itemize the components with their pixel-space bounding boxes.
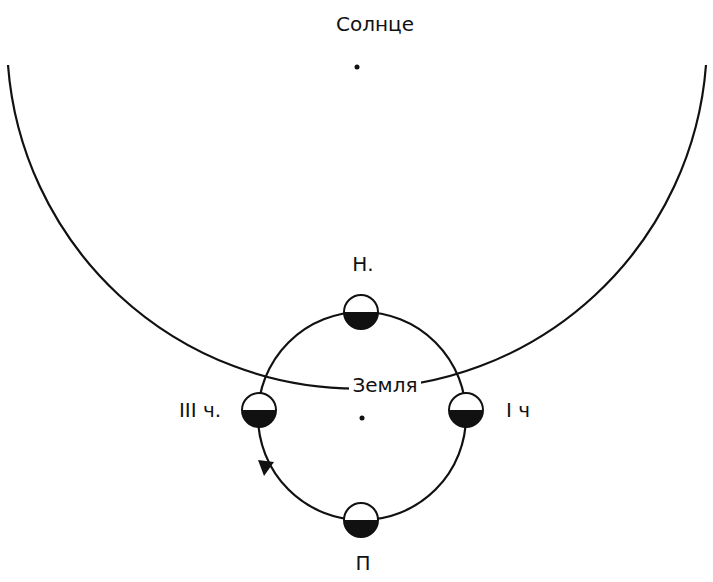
earth-orbit (8, 65, 706, 389)
moon-third-quarter (242, 393, 276, 427)
phase-label: Н. (349, 252, 376, 276)
moon-full (344, 503, 378, 537)
moon-orbit (258, 312, 466, 520)
earth-label: Земля (349, 373, 420, 397)
moon-first-quarter (449, 393, 483, 427)
phase-label: П (352, 551, 373, 575)
sun-dot (355, 65, 360, 70)
phase-label: I ч (503, 398, 533, 422)
phase-label: III ч. (176, 398, 224, 422)
orbit-arrow (258, 460, 274, 476)
moon-new (344, 295, 378, 329)
earth-dot (360, 416, 365, 421)
sun-label: Солнце (333, 12, 417, 36)
